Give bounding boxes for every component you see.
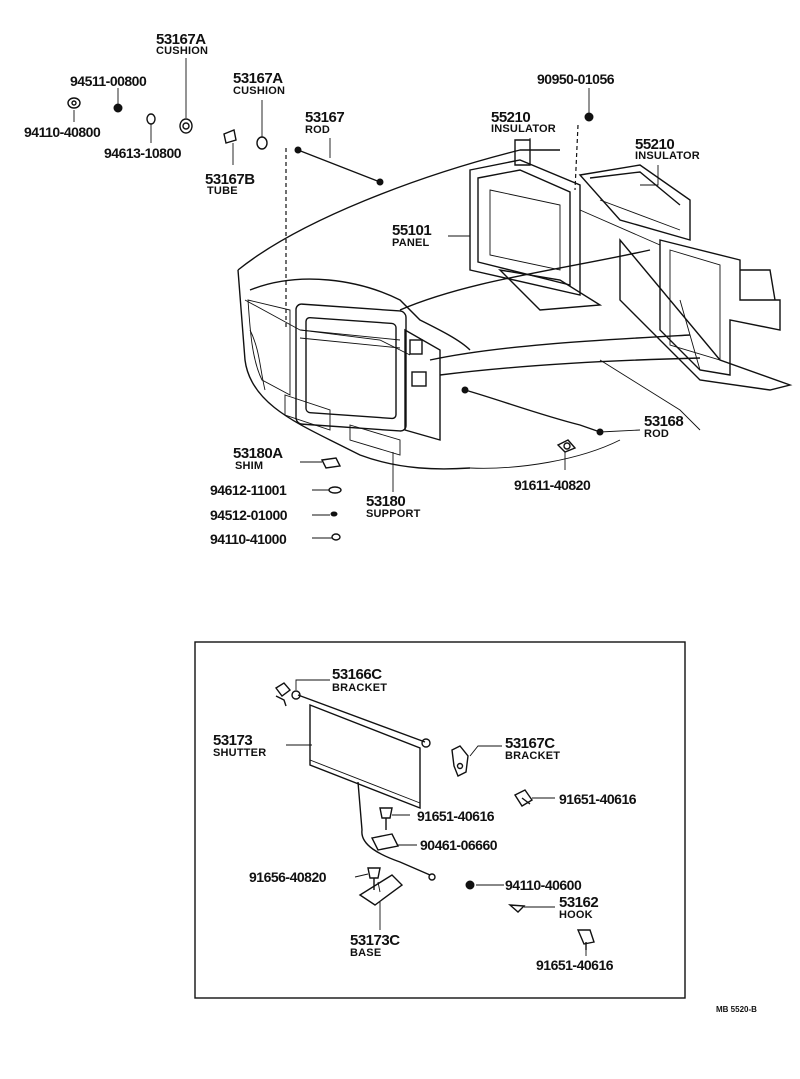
inset-callout-53167c-number: 53167C <box>505 735 555 752</box>
inset-callout-90461-06660: 90461-06660 <box>420 837 498 853</box>
inset-callout-53166c-name: BRACKET <box>332 682 388 694</box>
callout-53180a-name: SHIM <box>235 460 264 472</box>
callout-53167b-name: TUBE <box>207 185 238 197</box>
body-panel-drawing <box>237 139 793 470</box>
callout-55101-name: PANEL <box>392 237 430 249</box>
diagram-code: MB 5520-B <box>716 1005 757 1014</box>
callout-53167a-2-name: CUSHION <box>233 85 286 97</box>
inset-callout-53162-name: HOOK <box>559 909 593 921</box>
callout-53167-name: ROD <box>305 124 331 136</box>
callout-53168-number: 53168 <box>644 413 684 430</box>
callout-53167b-number: 53167B <box>205 171 255 188</box>
callout-55101-number: 55101 <box>392 222 432 239</box>
callout-53167-number: 53167 <box>305 109 345 126</box>
leader-lines <box>73 58 659 539</box>
callout-55210-2-name: INSULATOR <box>635 150 700 162</box>
inset-callout-94110-40600: 94110-40600 <box>505 877 582 893</box>
callout-94511-00800: 94511-00800 <box>70 73 147 89</box>
rods <box>294 146 604 436</box>
callout-90950-01056: 90950-01056 <box>537 71 615 87</box>
inset-callout-91651-40616-a: 91651-40616 <box>559 791 637 807</box>
inset-callout-53173c-number: 53173C <box>350 932 400 949</box>
callout-53180-name: SUPPORT <box>366 508 421 520</box>
inset-callout-91656-40820: 91656-40820 <box>249 869 327 885</box>
inset-callout-53162-number: 53162 <box>559 894 599 911</box>
callout-53168-name: ROD <box>644 428 670 440</box>
inset-callout-53173-name: SHUTTER <box>213 747 267 759</box>
inset-callout-53167c-name: BRACKET <box>505 750 561 762</box>
callout-53180-number: 53180 <box>366 493 406 510</box>
callout-94110-41000: 94110-41000 <box>210 531 287 547</box>
callout-55210-name: INSULATOR <box>491 123 556 135</box>
callout-91611-40820: 91611-40820 <box>514 477 591 493</box>
callout-94512-01000: 94512-01000 <box>210 507 288 523</box>
callout-55210-2-number: 55210 <box>635 136 675 153</box>
inset-frame <box>194 641 686 999</box>
inset-callout-53173c-name: BASE <box>350 947 382 959</box>
callout-94612-11001: 94612-11001 <box>210 482 287 498</box>
callout-53167a-number: 53167A <box>156 31 206 48</box>
inset-callout-53166c-number: 53166C <box>332 666 382 683</box>
callout-53167a-2-number: 53167A <box>233 70 283 87</box>
callout-53180a-number: 53180A <box>233 445 283 462</box>
callout-94613-10800: 94613-10800 <box>104 145 182 161</box>
inset-callout-53173-number: 53173 <box>213 732 253 749</box>
callout-53167a-name: CUSHION <box>156 45 209 57</box>
inset-leader-lines <box>286 679 587 956</box>
inset-callout-91651-40616-c: 91651-40616 <box>536 957 614 973</box>
callout-55210-number: 55210 <box>491 109 531 126</box>
callout-94110-40800: 94110-40800 <box>24 124 101 140</box>
inset-callout-91651-40616-b: 91651-40616 <box>417 808 495 824</box>
